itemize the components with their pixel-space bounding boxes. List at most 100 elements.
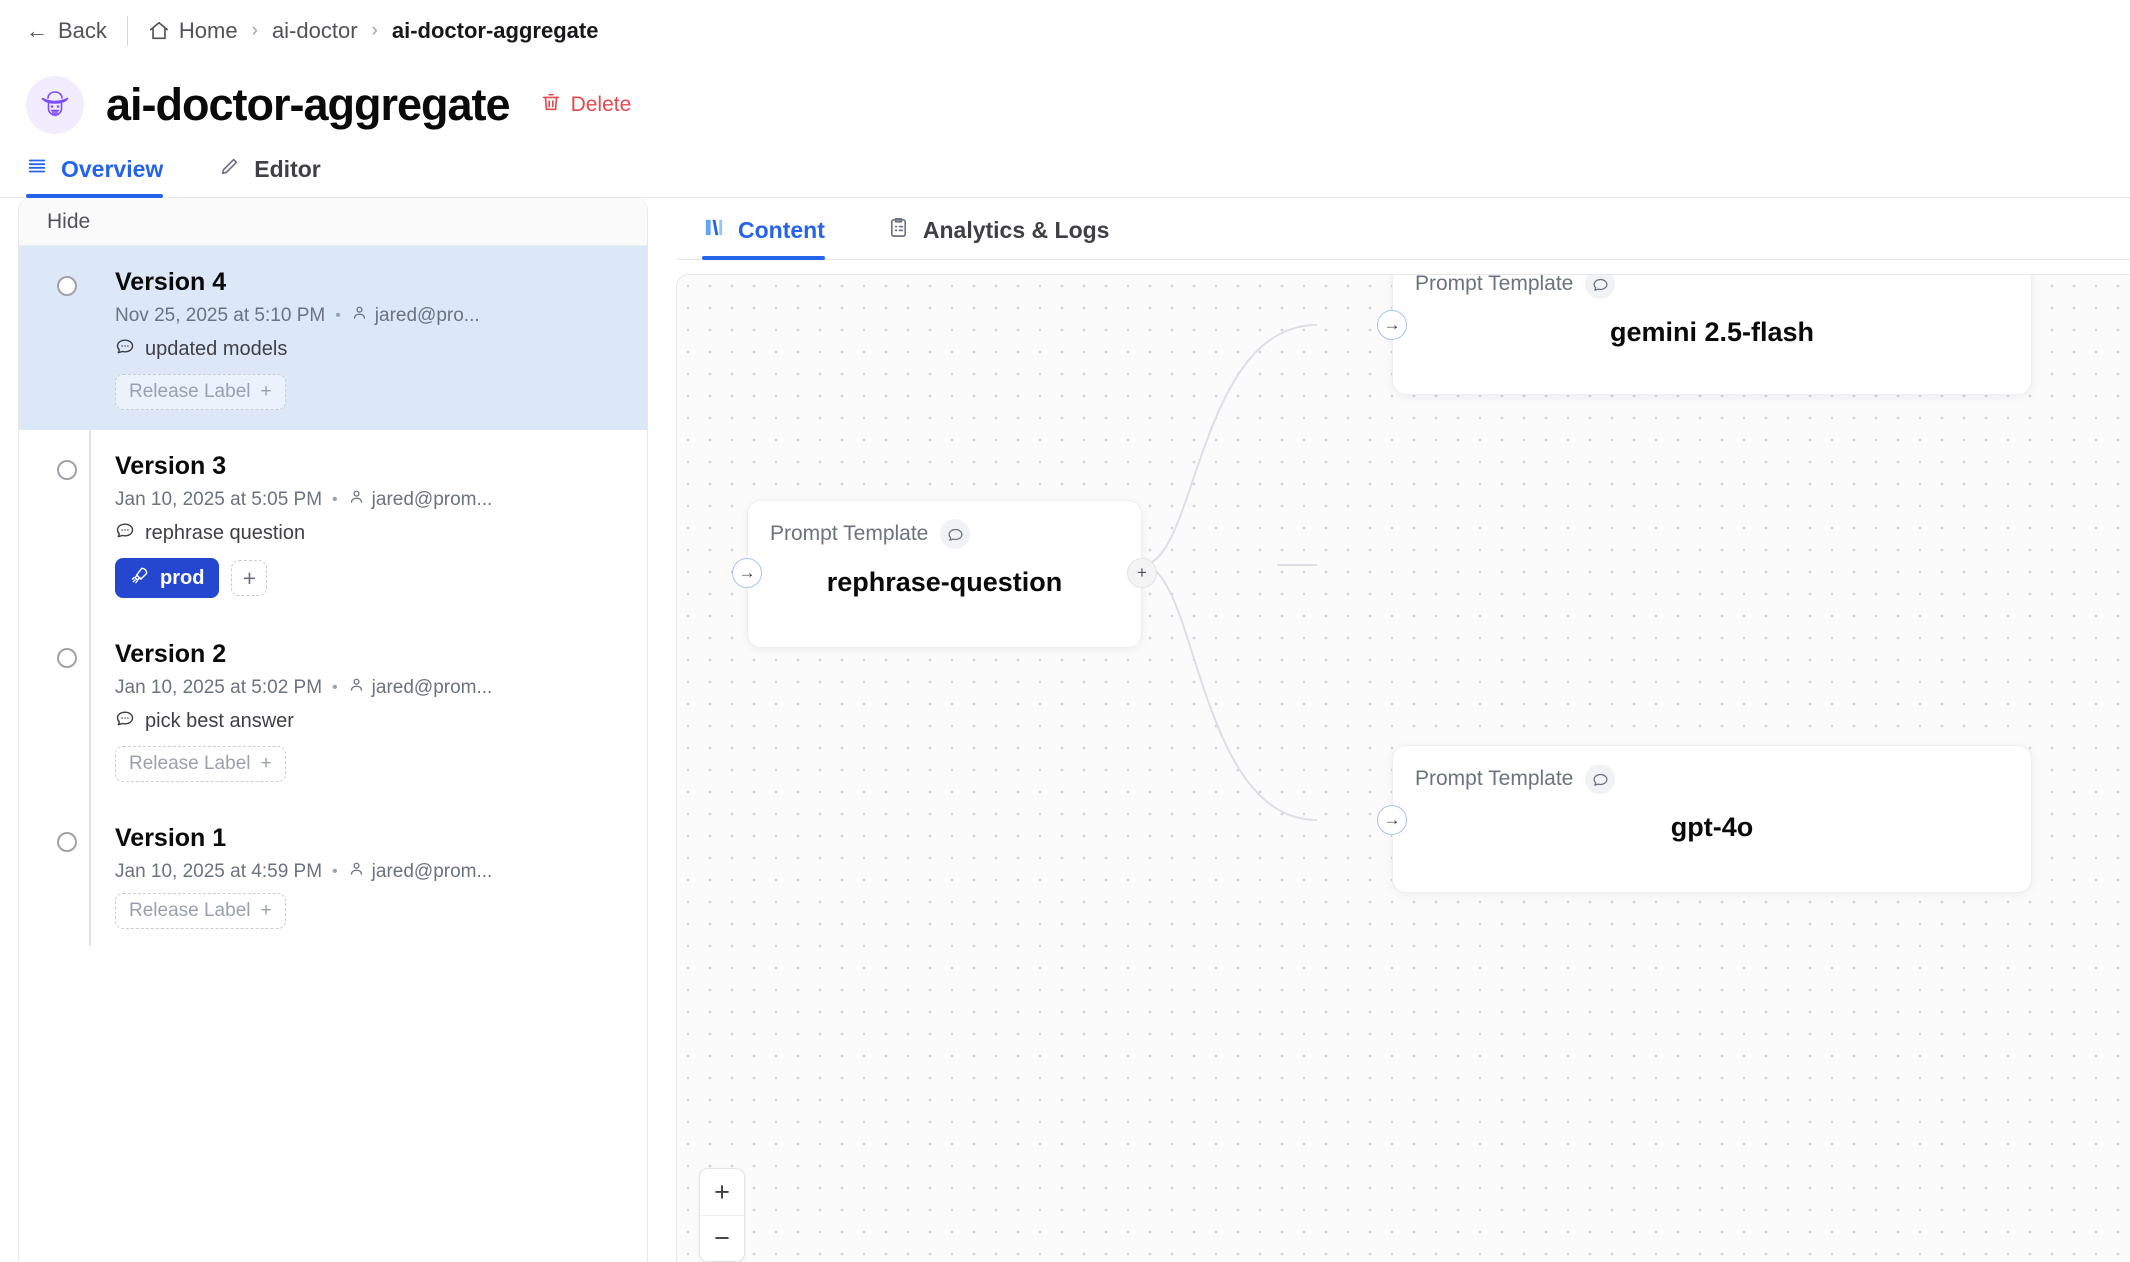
version-dot[interactable]	[57, 276, 77, 296]
breadcrumb-label-ai-doctor: ai-doctor	[271, 18, 358, 43]
content-bars-icon	[702, 216, 725, 245]
version-item[interactable]: Version 1 Jan 10, 2025 at 4:59 PM • jare…	[19, 802, 647, 949]
version-label-row: Release Label +	[115, 893, 627, 929]
release-label-placeholder: Release Label	[129, 753, 251, 774]
version-item[interactable]: Version 4 Nov 25, 2025 at 5:10 PM • jare…	[19, 246, 647, 430]
flow-node-title: gemini 2.5-flash	[1609, 317, 1815, 347]
hide-button[interactable]: Hide	[19, 198, 647, 246]
meta-separator: •	[332, 862, 338, 880]
user-icon	[348, 676, 365, 699]
sub-tab-bar: Content Analytics & Logs	[676, 198, 2130, 260]
body-split: Hide Version 4 Nov 25, 2025 at 5:10 PM •	[0, 198, 2130, 1262]
version-dot-wrap	[19, 640, 115, 668]
tab-editor[interactable]: Editor	[191, 155, 348, 197]
version-content: Version 1 Jan 10, 2025 at 4:59 PM • jare…	[115, 824, 627, 929]
flow-node-title: gpt-4o	[1670, 812, 1754, 842]
release-label-badge-prod[interactable]: prod	[115, 558, 220, 598]
tab-editor-label: Editor	[254, 155, 321, 182]
back-button-label: Back	[58, 18, 107, 43]
page-title: ai-doctor-aggregate	[106, 79, 511, 130]
breadcrumb-label-home: Home	[178, 18, 238, 43]
flow-node[interactable]: Prompt Template gpt-4o	[1392, 745, 2032, 893]
flow-node-head-label: Prompt Template	[1415, 767, 1574, 790]
breadcrumb-item-ai-doctor[interactable]: ai-doctor	[272, 18, 358, 44]
arrow-right-icon: →	[1383, 315, 1401, 334]
version-label-row: prod +	[115, 558, 627, 598]
version-dot[interactable]	[57, 832, 77, 852]
version-author-label: jared@prom...	[371, 676, 493, 698]
hide-button-label: Hide	[47, 209, 91, 233]
version-author: jared@pro...	[351, 304, 480, 327]
zoom-in-label: +	[714, 1176, 730, 1207]
plus-icon: +	[1137, 563, 1147, 582]
rocket-icon	[130, 565, 150, 591]
zoom-out-button[interactable]: −	[700, 1215, 744, 1261]
chat-bubble-icon	[1585, 275, 1616, 299]
canvas-wrap: Prompt Template gemini 2.5-flash → Promp…	[648, 260, 2130, 1262]
version-item[interactable]: Version 2 Jan 10, 2025 at 5:02 PM • jare…	[19, 618, 647, 802]
flow-node[interactable]: Prompt Template rephrase-question	[747, 500, 1142, 648]
version-content: Version 4 Nov 25, 2025 at 5:10 PM • jare…	[115, 268, 627, 410]
right-pane: Content Analytics & Logs	[648, 198, 2130, 1262]
version-timestamp: Nov 25, 2025 at 5:10 PM	[115, 304, 326, 326]
version-content: Version 3 Jan 10, 2025 at 5:05 PM • jare…	[115, 452, 627, 598]
node-add-output-handle[interactable]: +	[1127, 558, 1157, 588]
zoom-controls: + −	[699, 1168, 745, 1262]
release-label-placeholder: Release Label	[129, 381, 251, 402]
node-input-handle[interactable]: →	[1377, 805, 1407, 835]
user-icon	[351, 304, 368, 327]
breadcrumb-item-home[interactable]: Home	[148, 18, 238, 44]
version-comment: updated models	[115, 336, 627, 362]
meta-separator: •	[332, 490, 338, 508]
cowboy-avatar-icon	[26, 76, 84, 134]
add-release-label-button[interactable]: Release Label +	[115, 374, 286, 410]
version-title: Version 3	[115, 452, 227, 480]
version-author-label: jared@pro...	[374, 304, 480, 326]
delete-button[interactable]: Delete	[540, 91, 631, 119]
breadcrumb-separator: ›	[251, 20, 258, 41]
version-timestamp: Jan 10, 2025 at 5:02 PM	[115, 676, 323, 698]
trash-icon	[540, 91, 562, 119]
version-title: Version 4	[115, 268, 227, 296]
zoom-in-button[interactable]: +	[700, 1169, 744, 1215]
version-timestamp: Jan 10, 2025 at 4:59 PM	[115, 860, 323, 882]
version-dot[interactable]	[57, 648, 77, 668]
main-tab-bar: Overview Editor	[0, 140, 2130, 198]
flow-node[interactable]: Prompt Template gemini 2.5-flash	[1392, 275, 2032, 395]
tab-analytics-logs[interactable]: Analytics & Logs	[887, 216, 1140, 259]
back-button[interactable]: ← Back	[26, 18, 107, 44]
version-meta: Nov 25, 2025 at 5:10 PM • jared@pro...	[115, 304, 627, 327]
tab-content[interactable]: Content	[702, 216, 855, 260]
flow-node-head-label: Prompt Template	[770, 522, 929, 545]
timeline-line	[89, 246, 91, 946]
chat-bubble-icon	[940, 519, 971, 549]
version-label-row: Release Label +	[115, 374, 627, 410]
version-dot[interactable]	[57, 460, 77, 480]
node-input-handle[interactable]: →	[732, 558, 762, 588]
version-title: Version 2	[115, 640, 227, 668]
chat-bubble-icon	[115, 336, 135, 362]
flow-canvas[interactable]: Prompt Template gemini 2.5-flash → Promp…	[676, 274, 2130, 1262]
version-title: Version 1	[115, 824, 227, 852]
chat-bubble-icon	[115, 520, 135, 546]
chat-bubble-icon	[1585, 764, 1616, 794]
version-dot-wrap	[19, 268, 115, 296]
arrow-left-icon: ←	[26, 18, 48, 43]
version-label-row: Release Label +	[115, 746, 627, 782]
breadcrumb-divider	[126, 16, 128, 46]
meta-separator: •	[332, 678, 338, 696]
release-label-placeholder: Release Label	[129, 900, 251, 921]
version-author: jared@prom...	[348, 488, 492, 511]
add-release-label-button[interactable]: +	[231, 560, 268, 596]
node-input-handle[interactable]: →	[1377, 310, 1407, 340]
tab-overview[interactable]: Overview	[26, 155, 191, 198]
add-release-label-button[interactable]: Release Label +	[115, 893, 286, 929]
version-item[interactable]: Version 3 Jan 10, 2025 at 5:05 PM • jare…	[19, 430, 647, 618]
version-dot-wrap	[19, 824, 115, 852]
version-comment-label: updated models	[145, 337, 288, 360]
tab-overview-label: Overview	[61, 155, 164, 182]
arrow-right-icon: →	[738, 563, 756, 582]
version-meta: Jan 10, 2025 at 5:02 PM • jared@prom...	[115, 676, 627, 699]
add-release-label-button[interactable]: Release Label +	[115, 746, 286, 782]
breadcrumb-item-current: ai-doctor-aggregate	[392, 18, 599, 44]
